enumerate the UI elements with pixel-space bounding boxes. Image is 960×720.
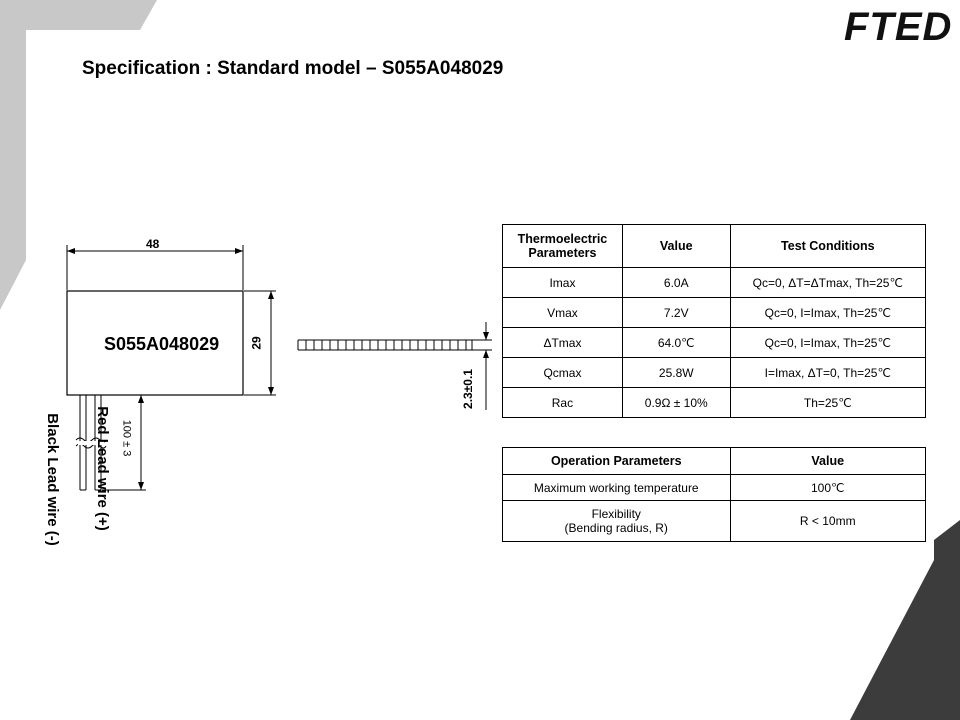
param-cell: ΔTmax	[502, 327, 623, 358]
fted-logo: FTED	[844, 6, 952, 46]
conditions-cell: Qc=0, I=Imax, Th=25℃	[729, 297, 927, 328]
operation-parameters-table: Operation Parameters Value Maximum worki…	[502, 447, 926, 542]
corner-gray-band	[0, 0, 157, 310]
side-view	[297, 322, 492, 410]
corner-dark-band	[850, 520, 960, 720]
conditions-cell: I=Imax, ΔT=0, Th=25℃	[729, 357, 927, 388]
width-dimension: 48	[146, 237, 160, 251]
wire-arrow-down	[138, 482, 144, 490]
wire-arrow-up	[138, 395, 144, 403]
table-row: ΔTmax 64.0℃ Qc=0, I=Imax, Th=25℃	[502, 327, 927, 358]
table-row: Maximum working temperature 100℃	[502, 474, 926, 501]
header-parameters: Thermoelectric Parameters	[502, 224, 623, 268]
header-test-conditions: Test Conditions	[729, 224, 927, 268]
conditions-cell: Qc=0, I=Imax, Th=25℃	[729, 327, 927, 358]
arrow-up	[268, 291, 274, 299]
value-cell: R < 10mm	[729, 500, 926, 542]
thermoelectric-parameters-table: Thermoelectric Parameters Value Test Con…	[502, 224, 927, 418]
wire-length-dimension: 100 ± 3	[120, 419, 133, 457]
table-row: Qcmax 25.8W I=Imax, ΔT=0, Th=25℃	[502, 357, 927, 388]
table-row: Flexibility (Bending radius, R) R < 10mm	[502, 500, 926, 542]
arrow-down	[268, 387, 274, 395]
value-cell: 64.0℃	[621, 327, 731, 358]
table-header-row: Operation Parameters Value	[502, 447, 926, 475]
param-cell: Maximum working temperature	[502, 474, 731, 501]
arrow-right	[235, 248, 243, 254]
value-cell: 7.2V	[621, 297, 731, 328]
page-title: Specification : Standard model – S055A04…	[82, 58, 504, 79]
header-operation-parameters: Operation Parameters	[502, 447, 731, 475]
red-wire-label: Red Lead wire (+)	[93, 406, 111, 531]
param-cell: Vmax	[502, 297, 623, 328]
lead-wires	[75, 395, 107, 491]
svg-text:FTED: FTED	[844, 6, 952, 46]
module-drawing	[66, 245, 492, 491]
value-cell: 25.8W	[621, 357, 731, 388]
header-value: Value	[621, 224, 731, 268]
black-wire-label: Black Lead wire (-)	[43, 413, 61, 546]
arrow-left	[67, 248, 75, 254]
value-cell: 6.0A	[621, 267, 731, 298]
conditions-cell: Th=25℃	[729, 387, 927, 418]
param-cell: Qcmax	[502, 357, 623, 388]
height-dimension: 29	[249, 336, 264, 350]
model-label: S055A048029	[104, 334, 220, 354]
header-value: Value	[729, 447, 926, 475]
param-cell: Imax	[502, 267, 623, 298]
table-row: Imax 6.0A Qc=0, ΔT=ΔTmax, Th=25℃	[502, 267, 927, 298]
thickness-dimension: 2.3±0.1	[460, 369, 475, 409]
param-cell: Rac	[502, 387, 623, 418]
value-cell: 100℃	[729, 474, 926, 501]
table-row: Rac 0.9Ω ± 10% Th=25℃	[502, 387, 927, 418]
table-row: Vmax 7.2V Qc=0, I=Imax, Th=25℃	[502, 297, 927, 328]
table-header-row: Thermoelectric Parameters Value Test Con…	[502, 224, 927, 268]
module-body	[66, 290, 244, 396]
value-cell: 0.9Ω ± 10%	[621, 387, 731, 418]
conditions-cell: Qc=0, ΔT=ΔTmax, Th=25℃	[729, 267, 927, 298]
param-cell: Flexibility (Bending radius, R)	[502, 500, 731, 542]
